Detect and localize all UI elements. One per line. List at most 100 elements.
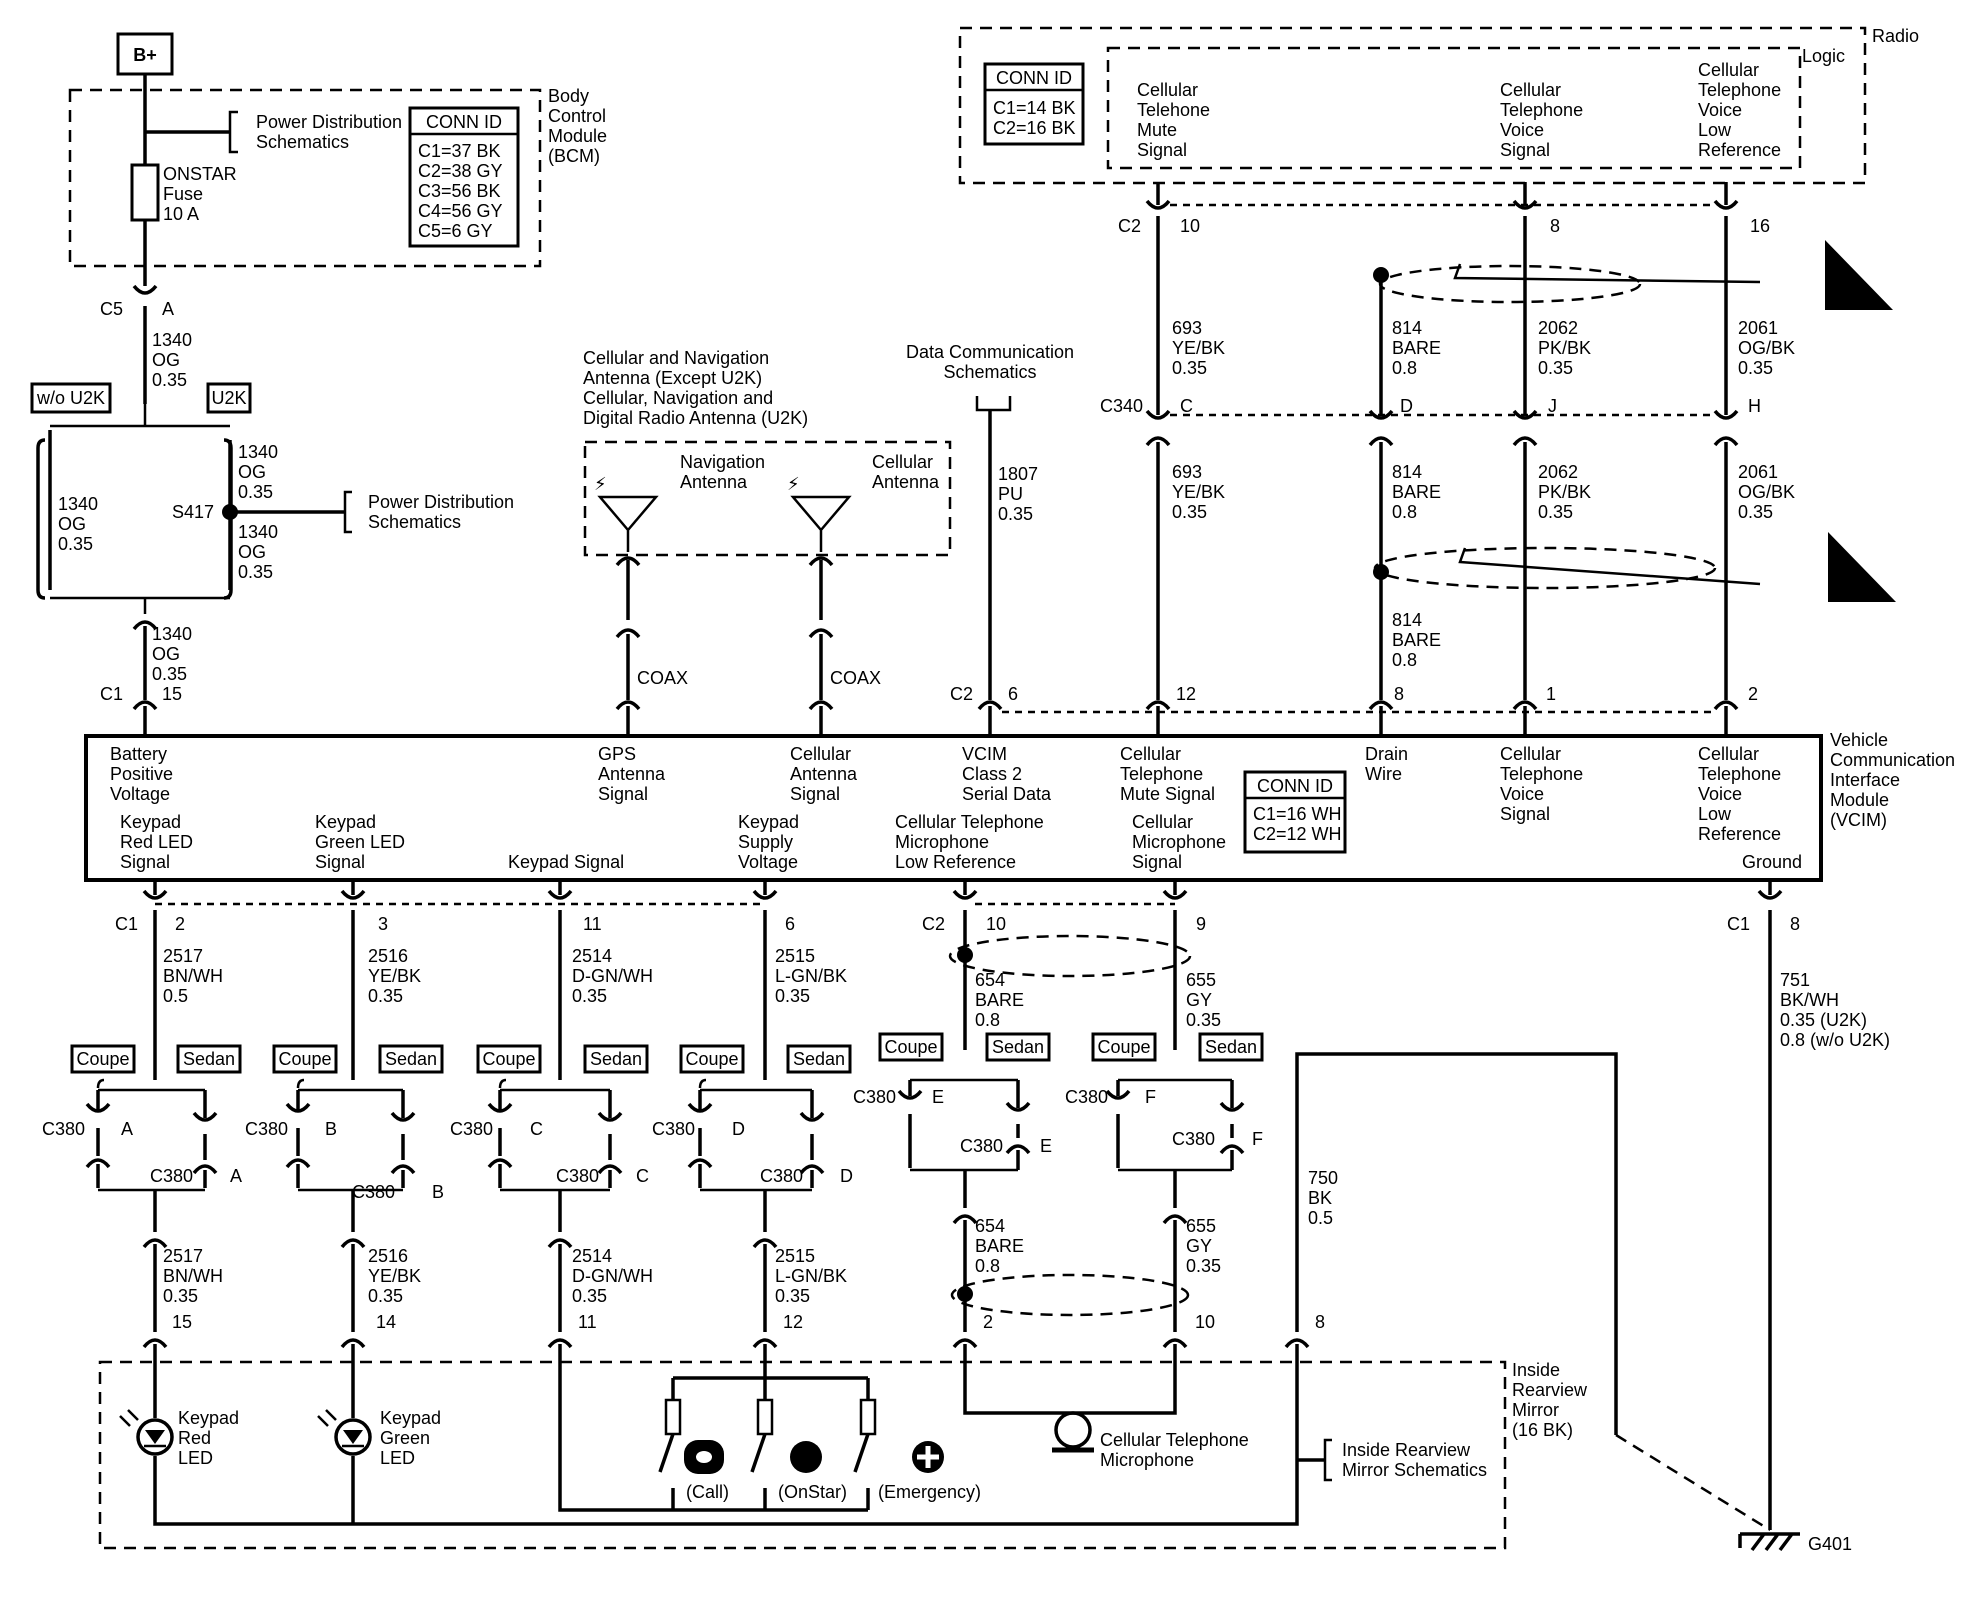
battery-positive-label: B+ [133, 45, 157, 65]
svg-text:654: 654 [975, 1216, 1005, 1236]
svg-text:0.35: 0.35 [1186, 1256, 1221, 1276]
svg-text:10: 10 [1195, 1312, 1215, 1332]
svg-text:(BCM): (BCM) [548, 146, 600, 166]
c380-wire-path [296, 1090, 405, 1118]
ground-wire-751: 751 BK/WH 0.35 (U2K) 0.8 (w/o U2K) [1780, 970, 1890, 1050]
svg-text:Antenna: Antenna [790, 764, 858, 784]
svg-text:12: 12 [783, 1312, 803, 1332]
svg-text:B: B [432, 1182, 444, 1202]
svg-text:F: F [1145, 1087, 1156, 1107]
svg-text:C1=16 WH: C1=16 WH [1253, 804, 1342, 824]
svg-text:1340: 1340 [238, 522, 278, 542]
svg-text:0.35: 0.35 [1538, 502, 1573, 522]
c340-label: C340 [1100, 396, 1143, 416]
svg-text:Signal: Signal [120, 852, 170, 872]
svg-text:2: 2 [1748, 684, 1758, 704]
svg-text:LED: LED [380, 1448, 415, 1468]
svg-text:C380: C380 [150, 1166, 193, 1186]
svg-text:Inside Rearview: Inside Rearview [1342, 1440, 1471, 1460]
svg-text:C380: C380 [1172, 1129, 1215, 1149]
caution-icon-lower [1828, 532, 1896, 602]
svg-text:2517: 2517 [163, 946, 203, 966]
ground-g401-label: G401 [1808, 1534, 1852, 1554]
svg-text:L-GN/BK: L-GN/BK [775, 966, 847, 986]
svg-text:2515: 2515 [775, 1246, 815, 1266]
svg-text:OG: OG [152, 350, 180, 370]
antenna-title: Cellular and Navigation Antenna (Except … [583, 348, 808, 428]
vcim-module-box [84, 734, 1823, 882]
coupe-sedan-tags: Coupe Sedan Coupe Sedan Coupe Sedan Coup… [70, 1032, 1264, 1074]
svg-text:BARE: BARE [1392, 482, 1441, 502]
svg-text:Cellular: Cellular [872, 452, 933, 472]
svg-text:A: A [230, 1166, 242, 1186]
svg-text:10: 10 [986, 914, 1006, 934]
svg-text:Telehone: Telehone [1137, 100, 1210, 120]
svg-text:Fuse: Fuse [163, 184, 203, 204]
svg-text:1340: 1340 [58, 494, 98, 514]
caution-mark: ! [1851, 284, 1857, 304]
emergency-button[interactable]: (Emergency) [853, 1398, 981, 1502]
svg-text:C1=37 BK: C1=37 BK [418, 141, 501, 161]
svg-text:0.35: 0.35 [1538, 358, 1573, 378]
svg-text:Microphone: Microphone [895, 832, 989, 852]
svg-text:655: 655 [1186, 1216, 1216, 1236]
radio-pin-10: 10 [1180, 216, 1200, 236]
svg-text:BARE: BARE [1392, 338, 1441, 358]
nav-antenna-icon [597, 495, 659, 552]
svg-text:9: 9 [1196, 914, 1206, 934]
svg-text:814: 814 [1392, 318, 1422, 338]
svg-text:Data Communication: Data Communication [906, 342, 1074, 362]
twisted-pair-upper [1378, 264, 1642, 304]
svg-text:0.35: 0.35 [775, 1286, 810, 1306]
svg-text:0.35: 0.35 [238, 562, 273, 582]
splice-power-dist-ref: Power Distribution Schematics [368, 492, 514, 532]
c380-wire-path [1116, 1080, 1234, 1108]
svg-text:1340: 1340 [152, 624, 192, 644]
data-comm-title: Data Communication Schematics [906, 342, 1074, 382]
svg-text:Keypad: Keypad [315, 812, 376, 832]
svg-text:693: 693 [1172, 462, 1202, 482]
wo-u2k-tag [30, 382, 112, 414]
u2k-tag [206, 382, 252, 414]
svg-text:YE/BK: YE/BK [368, 1266, 421, 1286]
svg-text:Drain: Drain [1365, 744, 1408, 764]
svg-text:E: E [1040, 1136, 1052, 1156]
svg-text:Cellular: Cellular [1137, 80, 1198, 100]
svg-text:Module: Module [1830, 790, 1889, 810]
c380-wire-path [96, 1164, 207, 1188]
svg-text:0.35: 0.35 [152, 370, 187, 390]
svg-text:0.8 (w/o U2K): 0.8 (w/o U2K) [1780, 1030, 1890, 1050]
svg-text:BARE: BARE [975, 990, 1024, 1010]
red-led-icon [119, 1409, 174, 1456]
vcim-c2-bottom: C2 [922, 914, 945, 934]
radio-label: Radio [1872, 26, 1919, 46]
onstar-button[interactable]: Oí (OnStar) [750, 1398, 847, 1502]
nav-antenna-label: Navigation Antenna [680, 452, 765, 492]
svg-text:PK/BK: PK/BK [1538, 482, 1591, 502]
svg-text:ONSTAR: ONSTAR [163, 164, 237, 184]
svg-text:(16 BK): (16 BK) [1512, 1420, 1573, 1440]
red-led-label: Keypad Red LED [178, 1408, 239, 1468]
mic-drain-splice-upper [957, 947, 973, 963]
wire-750 [1295, 1052, 1618, 1435]
svg-text:D-GN/WH: D-GN/WH [572, 966, 653, 986]
svg-text:0.35: 0.35 [572, 1286, 607, 1306]
svg-text:Inside: Inside [1512, 1360, 1560, 1380]
svg-text:Low Reference: Low Reference [895, 852, 1016, 872]
radio-voice-label: Cellular Telephone Voice Signal [1500, 80, 1583, 160]
svg-text:Coupe: Coupe [482, 1049, 535, 1069]
svg-text:Rearview: Rearview [1512, 1380, 1588, 1400]
svg-text:Antenna: Antenna [680, 472, 748, 492]
svg-text:PK/BK: PK/BK [1538, 338, 1591, 358]
vcim-c1-top: C1 [100, 684, 123, 704]
call-button[interactable]: (Call) [658, 1398, 729, 1502]
svg-text:Ground: Ground [1742, 852, 1802, 872]
svg-text:814: 814 [1392, 610, 1422, 630]
svg-text:C380: C380 [245, 1119, 288, 1139]
